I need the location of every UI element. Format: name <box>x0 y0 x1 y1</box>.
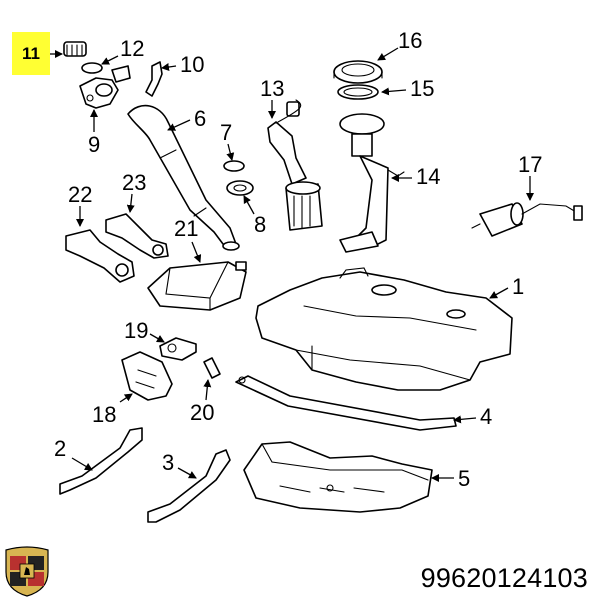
callout-11-highlighted[interactable]: 11 <box>22 44 40 63</box>
callout-21[interactable]: 21 <box>174 216 202 263</box>
svg-text:19: 19 <box>124 318 148 343</box>
callout-5[interactable]: 5 <box>431 466 470 491</box>
svg-text:20: 20 <box>190 400 214 425</box>
svg-text:7: 7 <box>220 120 232 145</box>
part-grommets[interactable] <box>223 160 254 196</box>
callout-1[interactable]: 1 <box>489 274 524 299</box>
part-level-sender[interactable] <box>339 113 405 253</box>
part-seal-15[interactable] <box>337 84 379 100</box>
callout-10[interactable]: 10 <box>161 52 204 77</box>
callout-3[interactable]: 3 <box>162 450 197 479</box>
callout-23[interactable]: 23 <box>122 170 146 213</box>
svg-text:5: 5 <box>458 466 470 491</box>
svg-text:9: 9 <box>88 132 100 157</box>
svg-text:3: 3 <box>162 450 174 475</box>
callout-13[interactable]: 13 <box>260 76 284 119</box>
svg-text:13: 13 <box>260 76 284 101</box>
callout-17[interactable]: 17 <box>518 152 542 201</box>
callout-9[interactable]: 9 <box>88 109 100 157</box>
svg-text:14: 14 <box>416 164 440 189</box>
brand-crest-logo <box>5 546 49 597</box>
part-filler-neck[interactable] <box>79 65 131 109</box>
svg-text:10: 10 <box>180 52 204 77</box>
callout-22[interactable]: 22 <box>68 182 92 227</box>
part-number: 99620124103 <box>420 563 588 593</box>
svg-text:6: 6 <box>194 106 206 131</box>
part-mount-18[interactable] <box>121 351 173 401</box>
part-sleeve-20[interactable] <box>203 357 221 379</box>
svg-text:23: 23 <box>122 170 146 195</box>
part-strap-3[interactable] <box>147 449 231 523</box>
part-valve-19[interactable] <box>159 337 197 361</box>
callout-19[interactable]: 19 <box>124 318 165 343</box>
part-strap-22[interactable] <box>65 229 135 283</box>
callout-18[interactable]: 18 <box>92 393 133 427</box>
callout-6[interactable]: 6 <box>167 106 206 131</box>
callout-7[interactable]: 7 <box>220 120 235 161</box>
highlight-box <box>12 32 50 75</box>
part-fuel-filter[interactable] <box>471 202 583 237</box>
part-bracket-10[interactable] <box>145 61 163 97</box>
callout-12[interactable]: 12 <box>101 36 144 65</box>
callout-8[interactable]: 8 <box>243 195 266 237</box>
callout-14[interactable]: 14 <box>391 164 440 189</box>
part-fuel-pump-assembly[interactable] <box>267 99 323 231</box>
callout-4[interactable]: 4 <box>453 404 492 429</box>
part-strap-2[interactable] <box>59 427 143 495</box>
part-locking-ring[interactable] <box>333 60 383 84</box>
svg-text:21: 21 <box>174 216 198 241</box>
callout-15[interactable]: 15 <box>381 76 434 101</box>
svg-text:4: 4 <box>480 404 492 429</box>
part-bracket-23[interactable] <box>105 213 169 259</box>
callout-2[interactable]: 2 <box>54 436 93 471</box>
svg-text:1: 1 <box>512 274 524 299</box>
svg-text:12: 12 <box>120 36 144 61</box>
part-charcoal-canister[interactable] <box>147 261 247 311</box>
part-filler-hose[interactable] <box>127 104 240 251</box>
part-fuel-tank[interactable] <box>255 267 513 391</box>
svg-text:16: 16 <box>398 28 422 53</box>
callout-20[interactable]: 20 <box>190 379 214 425</box>
part-filler-cap[interactable] <box>63 41 103 74</box>
svg-text:18: 18 <box>92 402 116 427</box>
svg-text:22: 22 <box>68 182 92 207</box>
svg-text:8: 8 <box>254 212 266 237</box>
svg-text:15: 15 <box>410 76 434 101</box>
part-undertray-5[interactable] <box>243 441 433 513</box>
callout-16[interactable]: 16 <box>377 28 422 61</box>
svg-text:17: 17 <box>518 152 542 177</box>
svg-text:2: 2 <box>54 436 66 461</box>
